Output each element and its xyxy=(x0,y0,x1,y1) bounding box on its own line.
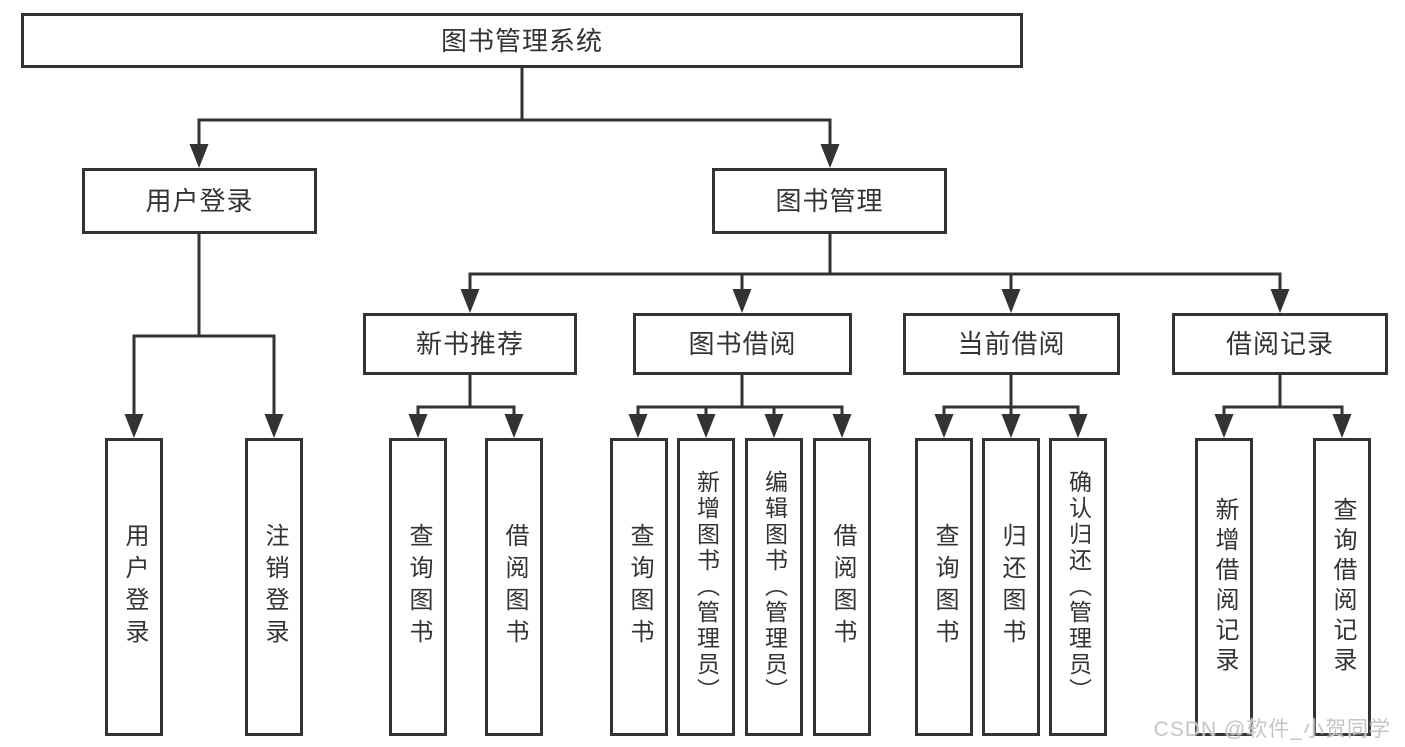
leaf-query-books-borrow: 查询图书 xyxy=(610,438,668,736)
leaf-query-books-current: 查询图书 xyxy=(915,438,973,736)
node-user-login: 用户登录 xyxy=(82,168,317,234)
arrowheads xyxy=(124,144,1352,438)
node-current-borrowing: 当前借阅 xyxy=(903,313,1120,375)
node-book-borrowing: 图书借阅 xyxy=(633,313,852,375)
leaf-borrow-books: 借阅图书 xyxy=(813,438,871,736)
leaf-borrow-books-recommend: 借阅图书 xyxy=(485,438,543,736)
leaf-return-books: 归还图书 xyxy=(982,438,1040,736)
tree-connectors xyxy=(132,68,1344,416)
node-new-book-recommendation: 新书推荐 xyxy=(363,313,577,375)
leaf-query-books-recommend: 查询图书 xyxy=(389,438,447,736)
leaf-add-borrow-record: 新增借阅记录 xyxy=(1195,438,1253,736)
node-borrowing-records: 借阅记录 xyxy=(1172,313,1388,375)
leaf-query-borrow-record: 查询借阅记录 xyxy=(1313,438,1371,736)
csdn-watermark: CSDN @软件_小贺同学 xyxy=(1153,718,1391,741)
leaf-logout: 注销登录 xyxy=(245,438,303,736)
node-book-management: 图书管理 xyxy=(712,168,947,234)
leaf-confirm-return-admin: 确认归还（管理员） xyxy=(1049,438,1107,736)
leaf-edit-books-admin: 编辑图书（管理员） xyxy=(745,438,803,736)
node-library-management-system: 图书管理系统 xyxy=(21,13,1023,68)
leaf-user-login: 用户登录 xyxy=(105,438,163,736)
leaf-add-books-admin: 新增图书（管理员） xyxy=(677,438,735,736)
